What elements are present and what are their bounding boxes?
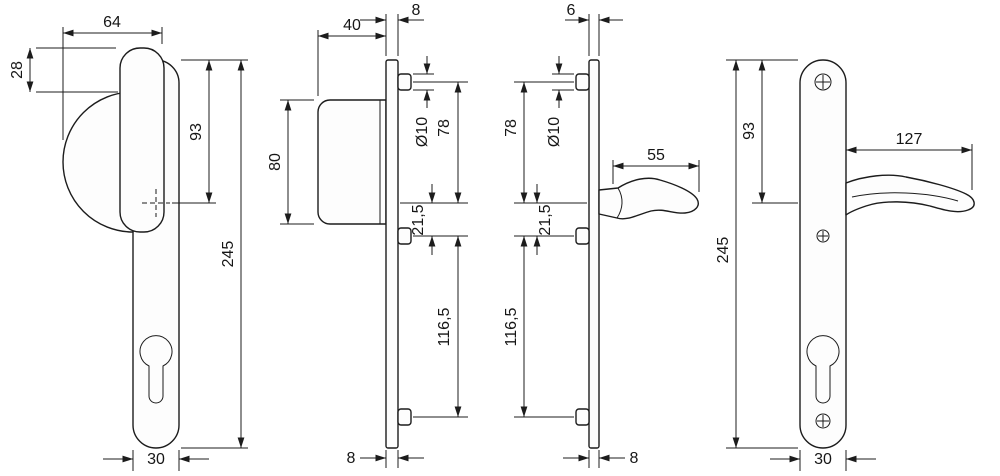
dim-label-78: 78 — [503, 119, 520, 137]
fixing-boss-middle — [575, 227, 590, 245]
lever-end-profile — [598, 177, 699, 220]
lever-handle-front — [845, 174, 975, 216]
dim-label-245: 245 — [220, 241, 237, 268]
dim-label-30: 30 — [147, 451, 165, 468]
dim-label-8-top: 8 — [412, 2, 421, 19]
dim-label-6: 6 — [567, 2, 576, 19]
screw-top — [814, 73, 832, 91]
dim-label-dia10: Ø10 — [414, 117, 431, 147]
dim-label-93: 93 — [188, 123, 205, 141]
dim-label-28: 28 — [9, 61, 26, 79]
view-lever-side: 6 Ø10 78 21,5 116,5 55 8 — [503, 2, 700, 468]
dim-label-116-5: 116,5 — [503, 307, 520, 346]
fixing-boss-middle — [397, 227, 412, 245]
screw-bottom — [815, 413, 831, 429]
dim-label-80: 80 — [267, 153, 284, 171]
lever-contour-line — [851, 192, 959, 202]
backplate-side — [588, 59, 600, 449]
dim-label-93: 93 — [741, 122, 758, 140]
dim-label-21-5: 21,5 — [410, 204, 427, 235]
fixing-boss-bottom — [575, 408, 590, 426]
euro-cylinder-hole — [806, 335, 840, 404]
dim-label-dia10: Ø10 — [546, 117, 563, 147]
dim-label-21-5: 21,5 — [537, 204, 554, 235]
fixing-boss-top — [397, 73, 412, 91]
dim-label-8-bottom: 8 — [630, 450, 639, 467]
dim-label-55: 55 — [647, 147, 665, 164]
fixing-boss-top — [575, 73, 590, 91]
fixing-boss-bottom — [397, 408, 412, 426]
dim-label-245: 245 — [715, 237, 732, 264]
grip-side-profile — [317, 99, 387, 225]
view-lever-front: 127 93 245 30 — [715, 59, 975, 471]
backplate-front — [799, 59, 847, 449]
backplate-side — [385, 59, 399, 449]
dim-label-116-5: 116,5 — [436, 307, 453, 346]
paddle-rose-disc — [62, 91, 134, 233]
view-handle-front: 64 28 93 245 30 — [9, 14, 248, 471]
euro-cylinder-hole — [139, 335, 173, 404]
dim-label-78: 78 — [436, 119, 453, 137]
view-handle-side: 8 40 80 Ø10 78 21,5 116,5 — [267, 2, 468, 468]
dim-label-127: 127 — [896, 131, 923, 148]
lever-neck-edge — [616, 187, 623, 219]
paddle-grip — [119, 47, 165, 233]
dim-label-40: 40 — [343, 17, 361, 34]
screw-middle — [816, 229, 830, 243]
dim-label-64: 64 — [103, 14, 121, 31]
dim-label-30: 30 — [814, 451, 832, 468]
dim-label-8-bottom: 8 — [347, 450, 356, 467]
